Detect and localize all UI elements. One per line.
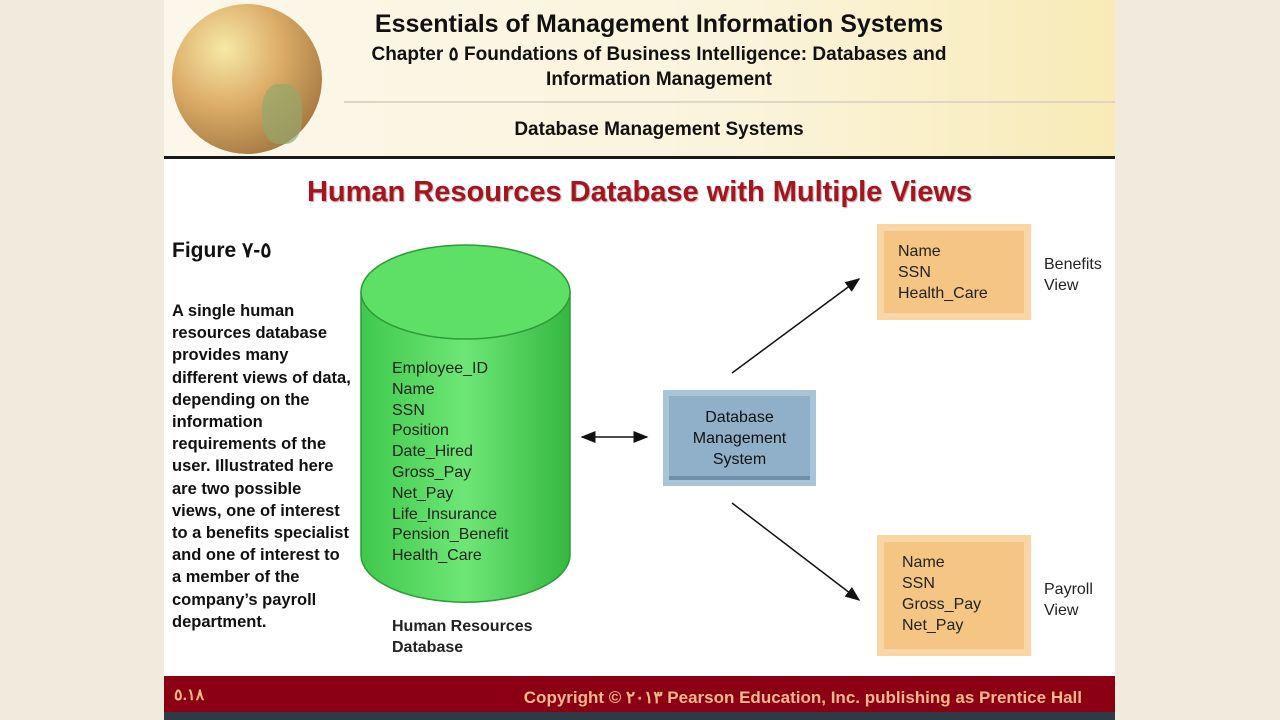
dbms-line3: System (712, 450, 767, 468)
field: Health_Care (898, 285, 988, 302)
benefits-view-box: Name SSN Health_Care (877, 224, 1031, 320)
dbms-line2: Management (692, 429, 787, 447)
database-label: Human Resources Database (392, 616, 533, 658)
globe-logo-icon (172, 4, 322, 154)
chapter-title: Chapter ٥ Foundations of Business Intell… (324, 42, 994, 92)
slide: Essentials of Management Information Sys… (164, 0, 1115, 720)
header-divider (344, 101, 1115, 103)
field: Name (902, 554, 945, 571)
chapter-title-line2: Information Management (546, 69, 772, 90)
field: Life_Insurance (392, 505, 497, 523)
payroll-label-line1: Payroll (1044, 581, 1093, 598)
field: SSN (902, 575, 935, 592)
field: Net_Pay (392, 484, 454, 502)
field: Employee_ID (392, 360, 489, 377)
arrow-to-payroll-view (731, 502, 861, 601)
field: Position (392, 422, 449, 440)
database-label-line1: Human Resources (392, 618, 533, 635)
copyright-text: Copyright © ٢٠١٣ Pearson Education, Inc.… (523, 688, 1082, 707)
database-cylinder-icon (360, 244, 571, 603)
book-title: Essentials of Management Information Sys… (374, 10, 944, 38)
field: Name (392, 380, 435, 398)
slide-footer: ٥.١٨ Copyright © ٢٠١٣ Pearson Education,… (164, 676, 1115, 712)
slide-title: Human Resources Database with Multiple V… (306, 176, 973, 208)
database-fields: Employee_ID Name SSN Position Date_Hired… (392, 359, 509, 567)
benefits-view-label: Benefits View (1044, 254, 1102, 296)
field: SSN (392, 401, 425, 419)
field: Name (898, 243, 941, 260)
dbms-line1: Database (705, 408, 774, 426)
page-number: ٥.١٨ (174, 687, 205, 704)
payroll-view-box: Name SSN Gross_Pay Net_Pay (877, 535, 1031, 656)
diagram-graphics (360, 244, 861, 603)
figure-caption: A single human resources database provid… (172, 302, 351, 631)
benefits-label-line2: View (1044, 277, 1079, 294)
section-title: Database Management Systems (514, 119, 804, 140)
footer-bottom-bar (164, 712, 1115, 720)
field: Gross_Pay (392, 463, 472, 481)
arrow-to-benefits-view (731, 278, 861, 374)
payroll-view-label: Payroll View (1044, 579, 1093, 621)
field: Date_Hired (392, 443, 473, 461)
chapter-title-line1: Chapter ٥ Foundations of Business Intell… (371, 44, 947, 65)
database-label-line2: Database (392, 639, 464, 656)
field: Health_Care (392, 547, 482, 565)
figure-label: Figure ٥-٧ (172, 239, 272, 262)
field: Gross_Pay (902, 596, 982, 613)
field: SSN (898, 264, 931, 281)
field: Net_Pay (902, 617, 964, 634)
payroll-label-line2: View (1044, 602, 1079, 619)
field: Pension_Benefit (392, 526, 509, 544)
slide-header: Essentials of Management Information Sys… (164, 0, 1115, 159)
benefits-label-line1: Benefits (1044, 256, 1102, 273)
dbms-box: Database Management System (663, 390, 816, 486)
